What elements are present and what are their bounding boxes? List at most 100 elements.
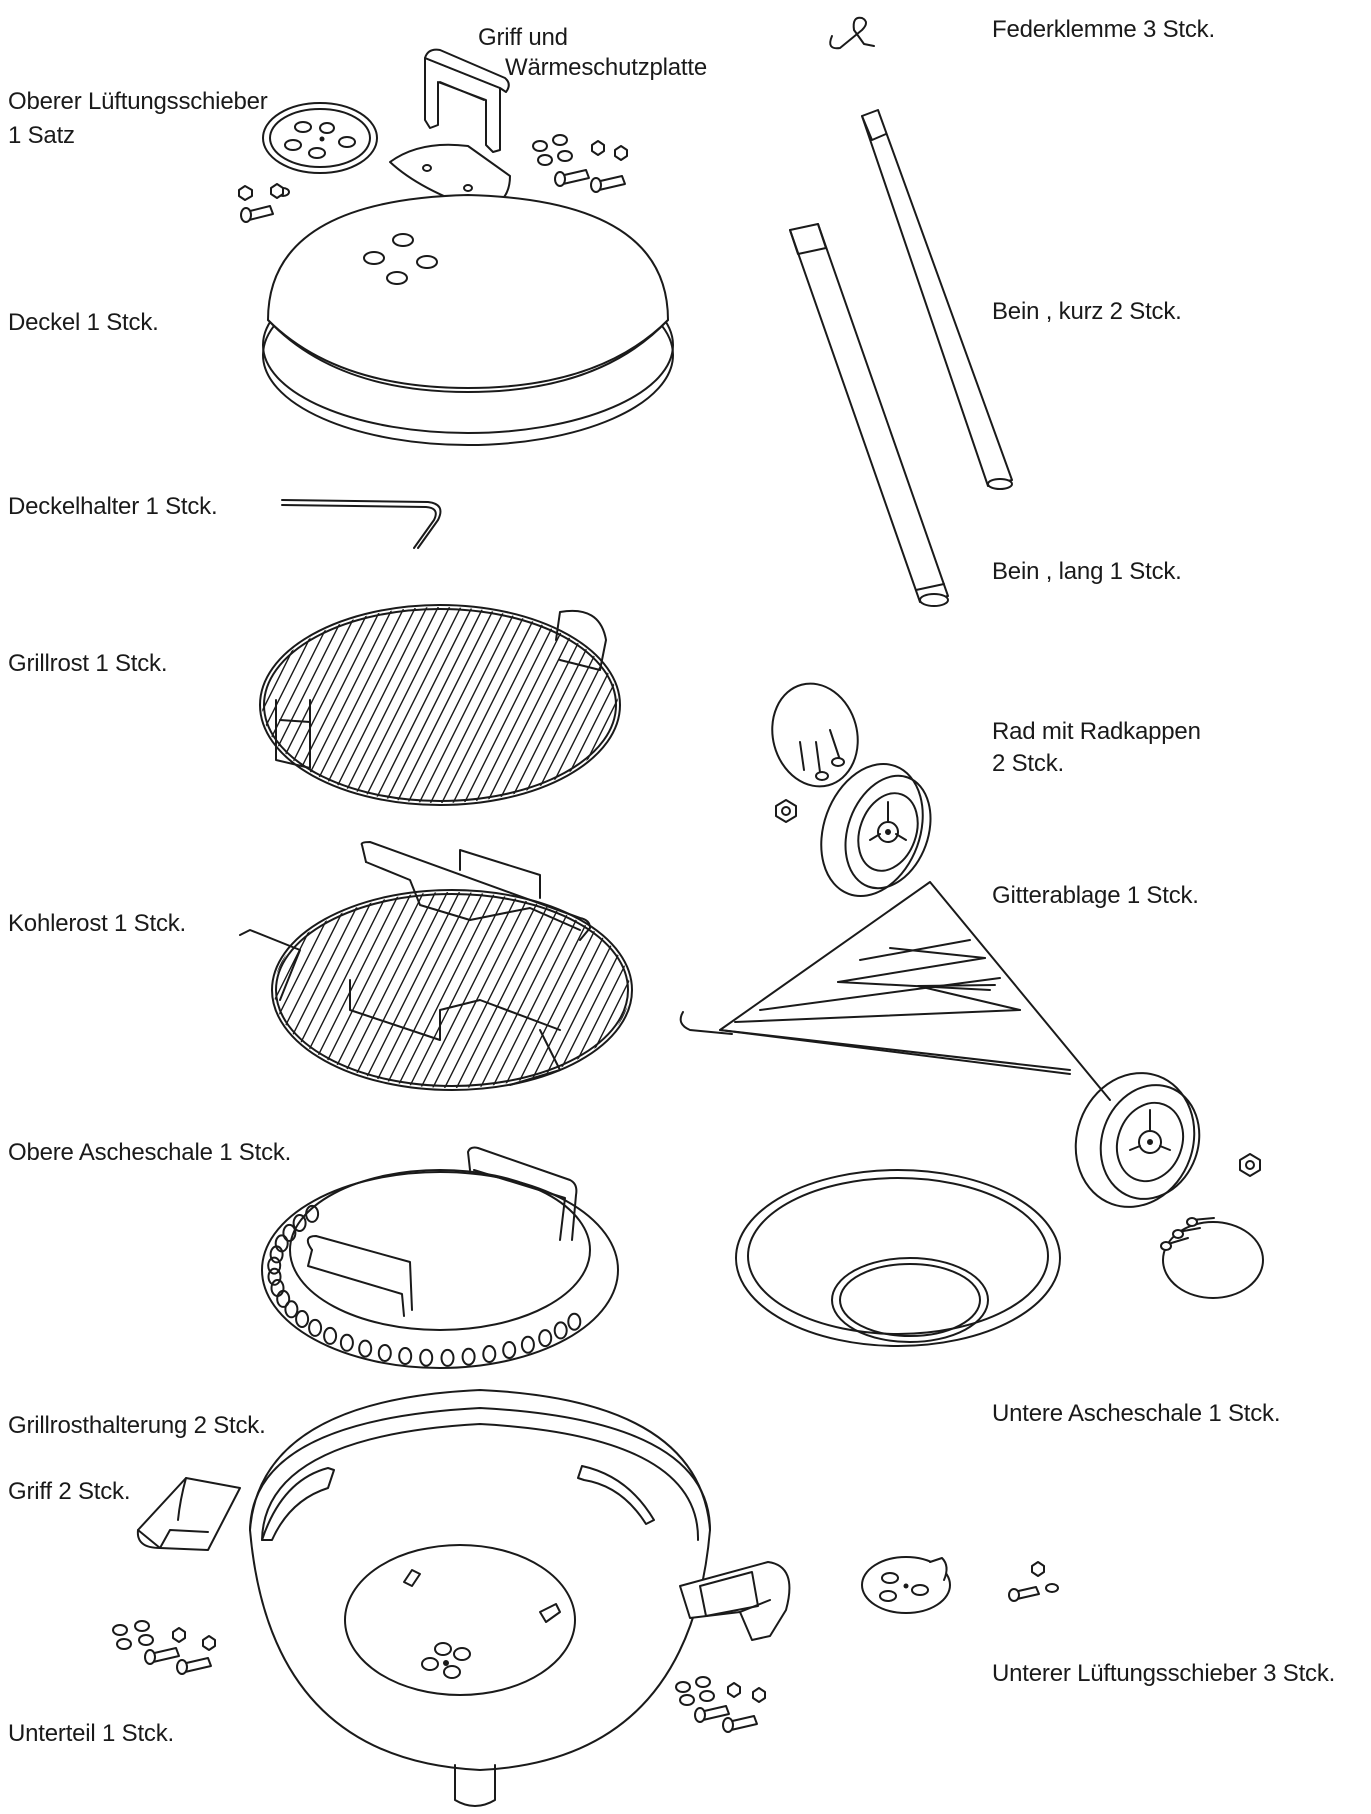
ash-pan-vent-hole [567,1312,582,1331]
ash-pan-vent-hole [284,1300,299,1319]
label-deckelhalter: Deckelhalter 1 Stck. [8,493,218,520]
ash-pan-vent-hole [267,1256,282,1275]
wheel-cap-bottom [1160,1217,1264,1299]
grate-bar [378,892,490,1088]
grate-bar [616,892,630,1088]
bowl-screws-right [675,1676,766,1733]
grate-bar [344,607,457,803]
ash-pan-vent-hole [269,1245,284,1264]
lid-handle [424,48,510,153]
ash-pan-vent-hole [295,1310,310,1328]
label-obere-ascheschale: Obere Ascheschale 1 Stck. [8,1139,292,1166]
label-griff: Griff 2 Stck. [8,1478,131,1505]
ash-pan-vent-hole [358,1339,373,1358]
grate-bar [354,892,467,1088]
spring-clip [829,16,875,50]
grate-bar [310,607,423,803]
bowl-handle-left [136,1477,241,1551]
grate-bar [402,892,514,1088]
label-bein-lang: Bein , lang 1 Stck. [992,558,1182,585]
grate-bar [262,607,344,803]
handle-screws [532,134,628,193]
grate-bar [426,892,538,1088]
grate-bar [457,607,570,803]
label-untere-ascheschale: Untere Ascheschale 1 Stck. [992,1400,1281,1427]
ash-pan-vent-hole [276,1289,291,1308]
label-oberer-lueftungsschieber-qty: 1 Satz [8,122,75,149]
leg-short [861,109,1013,490]
bowl-handle-right [679,1561,791,1641]
grate-bar [367,607,479,803]
ash-pan-vent-hole [520,1335,535,1354]
grate-bar [378,607,491,803]
grid-shelf [679,881,1111,1101]
ash-pan-vent-hole [502,1341,517,1359]
grate-bar [473,892,585,1088]
lower-ash-pan [735,1169,1061,1347]
grate-bar [262,607,276,803]
grate-bar [435,607,547,803]
ash-pan-vent-hole [305,1204,320,1223]
ash-pan-vent-hole [482,1345,497,1363]
grate-bar [401,607,513,803]
grate-bar [330,892,443,1088]
wheel-bottom [1074,1072,1201,1208]
ash-pan-vent-hole [398,1347,413,1365]
label-unterer-lueftungsschieber: Unterer Lüftungsschieber 3 Stck. [992,1660,1336,1687]
grate-bar [389,607,502,803]
lid-screws-left [238,183,290,223]
grate-bar [423,607,536,803]
label-unterteil: Unterteil 1 Stck. [8,1720,174,1747]
ash-pan-vent-hole [267,1267,282,1286]
label-rad-mit-radkappen: Rad mit Radkappen [992,718,1201,745]
ash-pan-vent-hole [282,1223,297,1242]
grate-bar [333,607,445,803]
label-deckel: Deckel 1 Stck. [8,309,159,336]
ash-pan-vent-hole [538,1329,553,1348]
label-waermeschutzplatte: Wärmeschutzplatte [505,54,708,81]
bottom-vent-damper [861,1556,951,1614]
label-grillrost: Grillrost 1 Stck. [8,650,168,677]
lid [262,194,674,446]
grate-bar [412,607,524,803]
bottom-vent-screws [1008,1561,1059,1602]
label-rad-qty: 2 Stck. [992,750,1064,777]
ash-pan-vent-hole [553,1321,568,1340]
grate-bar [437,892,550,1088]
grate-bar [356,607,468,803]
upper-ash-pan [261,1146,619,1369]
bowl [249,1389,711,1807]
label-kohlerost: Kohlerost 1 Stck. [8,910,187,937]
grate-bar [536,607,618,803]
wheel-nut-top [775,799,797,823]
ash-pan-vent-hole [339,1333,354,1352]
grate-brackets [261,1465,655,1541]
ash-pan-vent-hole [377,1344,392,1362]
grate-bar [319,892,431,1088]
label-gitterablage: Gitterablage 1 Stck. [992,882,1199,909]
grate-bar [604,607,618,803]
ash-pan-vent-hole [323,1326,338,1345]
label-oberer-lueftungsschieber: Oberer Lüftungsschieber [8,88,268,115]
ash-pan-vent-hole [419,1348,434,1367]
wheel-nut-bottom [1239,1153,1261,1177]
label-griff-und: Griff und [478,24,568,51]
grate-bar [274,892,288,1088]
grate-bar [544,892,630,1088]
ash-pan-vent-hole [292,1214,307,1232]
label-grillrosthalterung: Grillrosthalterung 2 Stck. [8,1412,266,1439]
wheel-cap-top [771,682,859,788]
label-federklemme: Federklemme 3 Stck. [992,16,1215,43]
ash-pan-vent-hole [440,1348,455,1367]
top-vent-damper [262,102,378,174]
cooking-grate [259,604,621,806]
bowl-screws-left [112,1620,216,1675]
ash-pan-vent-hole [461,1347,476,1366]
label-bein-kurz: Bein , kurz 2 Stck. [992,298,1182,325]
leg-long [789,223,949,607]
grate-bar [414,892,526,1088]
grate-bar [461,892,574,1088]
grate-bar [342,892,455,1088]
grate-bar [449,892,562,1088]
